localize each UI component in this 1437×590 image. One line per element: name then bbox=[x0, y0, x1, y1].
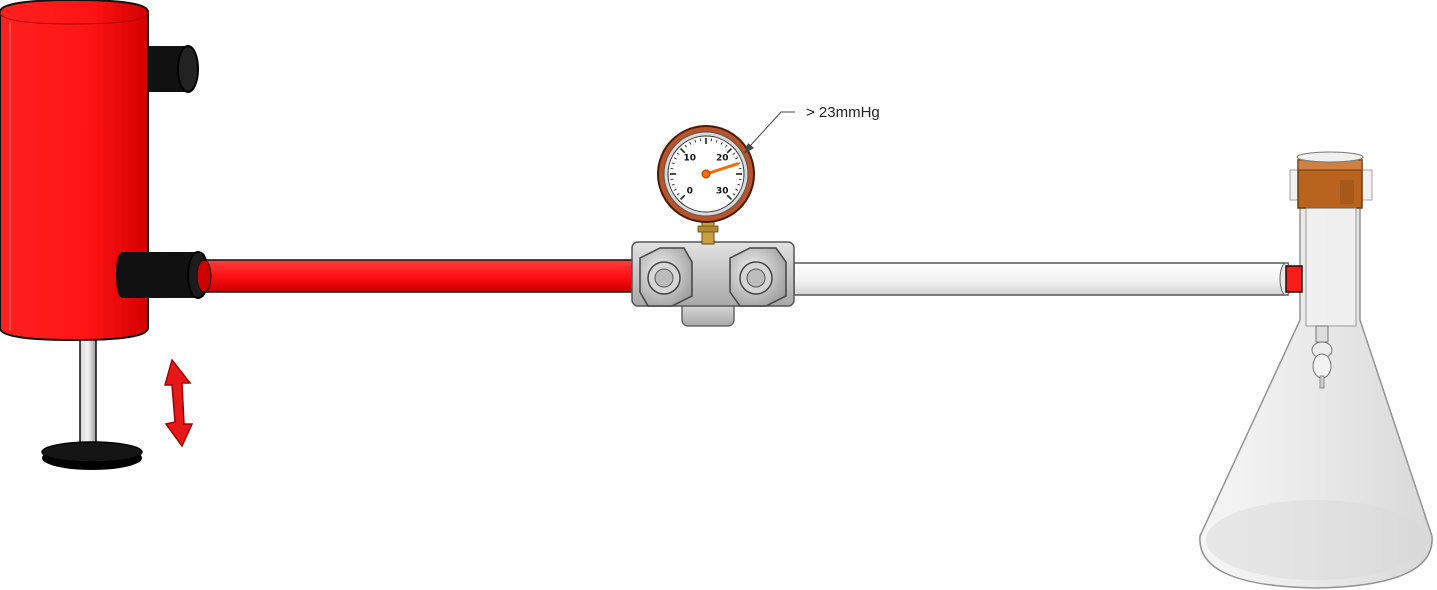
pressure-gauge: 0 10 20 30 bbox=[658, 126, 754, 222]
bottom-port-fitting bbox=[116, 252, 208, 298]
right-fitting-nut bbox=[730, 248, 786, 306]
gauge-scale-label: 30 bbox=[716, 186, 729, 196]
vertical-double-arrow-icon bbox=[165, 360, 192, 446]
gauge-scale-label: 0 bbox=[687, 186, 693, 196]
reservoir-cylinder bbox=[0, 0, 208, 340]
red-tube bbox=[197, 260, 638, 292]
tee-manifold bbox=[632, 222, 794, 326]
gauge-scale-label: 20 bbox=[716, 154, 729, 164]
pressure-callout-label: > 23mmHg bbox=[806, 104, 880, 121]
gauge-scale-label: 10 bbox=[683, 154, 696, 164]
left-fitting-nut bbox=[640, 248, 692, 306]
white-tube bbox=[794, 263, 1292, 295]
erlenmeyer-flask bbox=[1200, 152, 1432, 588]
cork-stopper bbox=[1297, 152, 1363, 208]
stand bbox=[42, 340, 142, 470]
pressure-callout: > 23mmHg bbox=[744, 104, 880, 154]
